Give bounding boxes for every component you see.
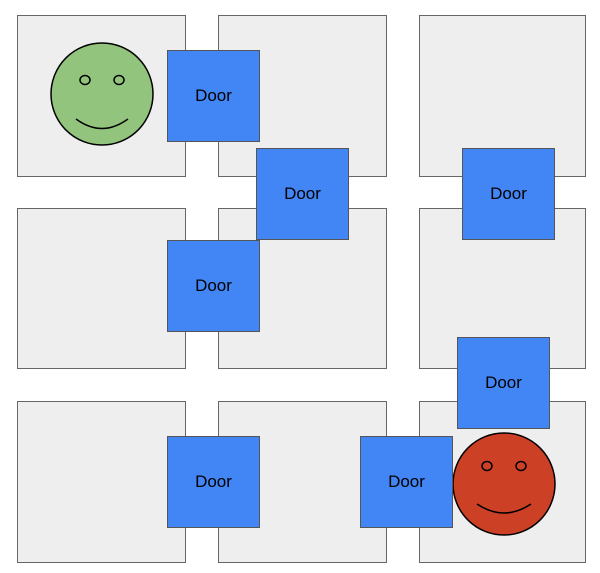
start-smiley-head: [50, 42, 154, 146]
goal-smiley-right-eye: [515, 460, 527, 472]
door-r2-c1-c2: Door: [167, 240, 260, 332]
room-r3-c1: [17, 401, 186, 563]
room-r2-c1: [17, 208, 186, 369]
start-smiley-mouth: [75, 118, 129, 130]
start-smiley-left-eye: [79, 74, 91, 86]
door-r1-c1-c2: Door: [167, 50, 260, 142]
goal-smiley-icon: [452, 432, 556, 536]
door-r3-c1-c2: Door: [167, 436, 260, 528]
goal-smiley-mouth: [476, 503, 532, 514]
start-smiley-right-eye: [113, 74, 125, 86]
door-r1r2-c3: Door: [462, 148, 555, 240]
goal-smiley-left-eye: [481, 460, 493, 472]
door-r2r3-c3: Door: [457, 337, 550, 429]
door-r3-c2-c3: Door: [360, 436, 453, 528]
start-smiley-icon: [50, 42, 154, 146]
door-r1r2-c2: Door: [256, 148, 349, 240]
goal-smiley-head: [452, 432, 556, 536]
